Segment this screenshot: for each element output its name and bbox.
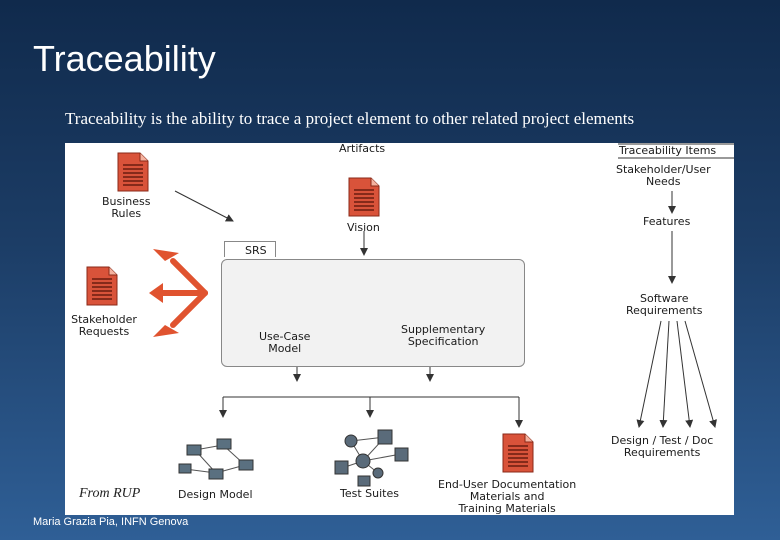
vision-doc-icon xyxy=(348,177,380,217)
traceability-diagram: Artifacts Traceability Items Business Ru… xyxy=(65,143,734,515)
end-user-docs-label: End-User Documentation Materials and Tra… xyxy=(438,478,577,515)
test-suites-label: Test Suites xyxy=(340,487,399,500)
design-model-label: Design Model xyxy=(178,488,253,501)
slide-subtitle: Traceability is the ability to trace a p… xyxy=(65,109,635,128)
business-rules-label: Business Rules xyxy=(102,195,151,220)
slide-title: Traceability xyxy=(33,38,216,79)
features-label: Features xyxy=(643,215,691,228)
from-rup-credit: From RUP xyxy=(79,486,141,501)
traceability-items-header: Traceability Items xyxy=(619,144,717,157)
end-user-docs-doc-icon xyxy=(502,433,534,473)
test-suites-icon xyxy=(334,429,409,487)
footer-author: Maria Grazia Pia, INFN Genova xyxy=(33,516,189,528)
vision-label: Vision xyxy=(347,221,380,234)
business-rules-arrow xyxy=(174,190,234,222)
use-case-model-label: Use-Case Model xyxy=(259,330,311,355)
srs-container xyxy=(221,259,525,367)
stakeholder-needs-label: Stakeholder/User Needs xyxy=(616,163,711,188)
artifacts-header: Artifacts xyxy=(339,142,386,155)
design-model-icon xyxy=(178,438,254,480)
stakeholder-split-arrow-icon xyxy=(152,258,208,328)
srs-label: SRS xyxy=(245,244,267,257)
business-rules-doc-icon xyxy=(117,152,149,192)
supplementary-spec-label: Supplementary Specification xyxy=(401,323,486,348)
stakeholder-requests-doc-icon xyxy=(86,266,118,306)
srs-tab xyxy=(224,241,276,257)
stakeholder-requests-label: Stakeholder Requests xyxy=(71,313,137,338)
software-requirements-label: Software Requirements xyxy=(626,292,703,317)
design-test-doc-requirements-label: Design / Test / Doc Requirements xyxy=(611,434,714,459)
